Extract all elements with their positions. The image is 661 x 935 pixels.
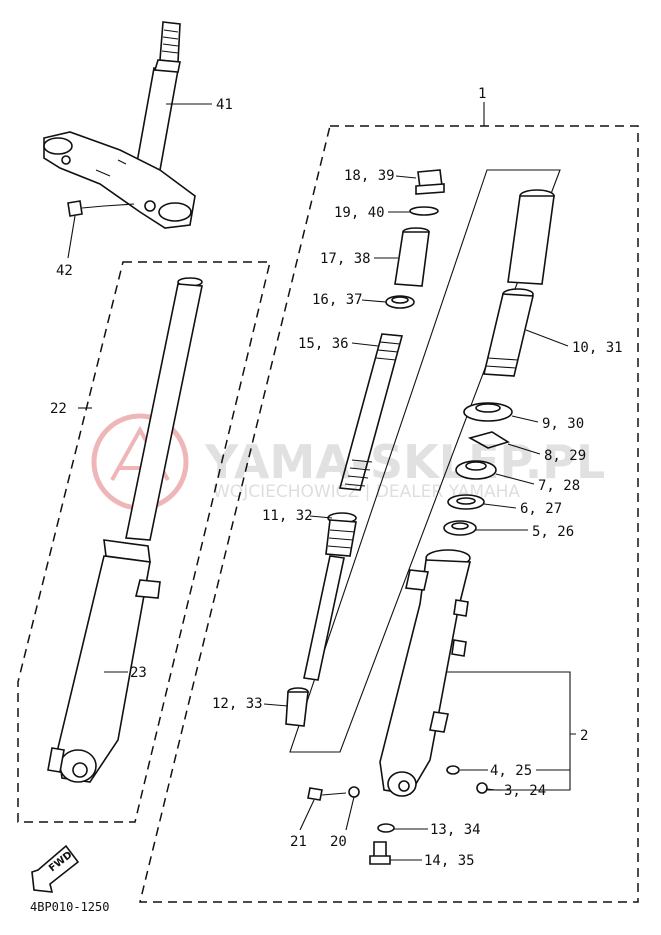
inner-group-outline xyxy=(289,169,561,753)
bolt-21 xyxy=(307,787,347,801)
callout-2: 2 xyxy=(580,728,588,744)
callout-13-34: 13, 34 xyxy=(430,822,481,838)
washer-6 xyxy=(447,494,485,510)
callout-5-26: 5, 26 xyxy=(532,524,574,540)
damper-rod-11 xyxy=(303,512,357,681)
leader-16-37 xyxy=(361,299,387,303)
callout-4-25: 4, 25 xyxy=(490,763,532,779)
leader-6-27 xyxy=(483,503,517,509)
leader-15-36 xyxy=(351,342,379,347)
taper-spindle-12 xyxy=(285,687,309,727)
callout-21: 21 xyxy=(290,834,307,850)
fork-assembly-1-outline xyxy=(139,125,639,903)
washer-20 xyxy=(348,786,360,798)
callout-7-28: 7, 28 xyxy=(538,478,580,494)
callout-22: 22 xyxy=(50,401,67,417)
leader-18-39 xyxy=(395,175,417,179)
bolt-14 xyxy=(369,841,391,865)
callout-10-31: 10, 31 xyxy=(572,340,623,356)
dust-seal-9 xyxy=(463,402,513,422)
slide-metal-5 xyxy=(443,520,477,536)
o-ring-19 xyxy=(409,206,439,216)
callout-20: 20 xyxy=(330,834,347,850)
leader-11-32 xyxy=(309,515,333,519)
callout-1: 1 xyxy=(478,86,486,102)
watermark: YAMA-SKLEP.PL WOJCIECHOWICZ | DEALER YAM… xyxy=(91,413,605,511)
fork-spring-15 xyxy=(338,333,404,491)
leader-10-31 xyxy=(525,329,569,347)
callout-11-32: 11, 32 xyxy=(262,508,313,524)
diagram-code: 4BP010-1250 xyxy=(30,900,109,914)
washer-13 xyxy=(377,823,395,833)
callout-41: 41 xyxy=(216,97,233,113)
steering-stem-41 xyxy=(43,21,196,229)
callout-19-40: 19, 40 xyxy=(334,205,385,221)
callout-9-30: 9, 30 xyxy=(542,416,584,432)
callout-15-36: 15, 36 xyxy=(298,336,349,352)
leader-42 xyxy=(67,215,76,259)
oil-seal-7 xyxy=(455,460,497,480)
leader-21 xyxy=(299,799,315,831)
callout-12-33: 12, 33 xyxy=(212,696,263,712)
spacer-17 xyxy=(394,227,430,287)
callout-17-38: 17, 38 xyxy=(320,251,371,267)
cap-bolt-18 xyxy=(415,169,445,195)
callout-23: 23 xyxy=(130,665,147,681)
leader-7-28 xyxy=(495,473,535,485)
callout-42: 42 xyxy=(56,263,73,279)
washer-4 xyxy=(446,765,460,775)
callout-6-27: 6, 27 xyxy=(520,501,562,517)
outer-tube-2 xyxy=(379,549,472,797)
collar-16 xyxy=(385,295,415,309)
callout-3-24: 3, 24 xyxy=(504,783,546,799)
callout-18-39: 18, 39 xyxy=(344,168,395,184)
callout-8-29: 8, 29 xyxy=(544,448,586,464)
leader-12-33 xyxy=(263,703,289,707)
bracket-2 xyxy=(446,671,576,791)
watermark-brand: YAMA-SKLEP.PL xyxy=(204,435,605,489)
screw-3 xyxy=(476,782,497,794)
callout-14-35: 14, 35 xyxy=(424,853,475,869)
inner-tube-10 xyxy=(483,189,555,377)
clip-8 xyxy=(467,431,510,449)
leader-9-30 xyxy=(511,415,539,423)
leader-8-29 xyxy=(507,443,541,455)
callout-16-37: 16, 37 xyxy=(312,292,363,308)
left-fork-assembly xyxy=(47,277,203,783)
leader-20 xyxy=(345,796,355,831)
fwd-direction-arrow-icon: FWD xyxy=(31,844,80,893)
bolt-42 xyxy=(67,200,135,217)
watermark-subtitle: WOJCIECHOWICZ | DEALER YAMAHA xyxy=(213,482,520,502)
fork-assembly-22-outline xyxy=(17,261,271,823)
